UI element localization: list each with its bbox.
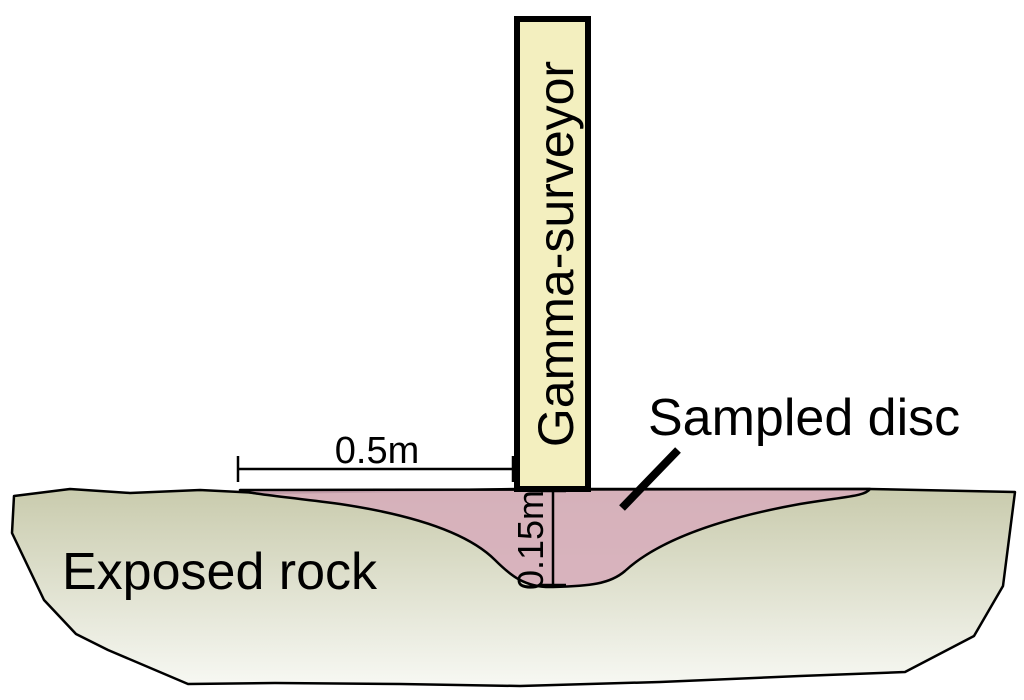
depth-label: 0.15m [510,490,551,590]
radius-label: 0.5m [335,430,419,472]
gamma-surveyor-label: Gamma-surveyor [528,61,584,447]
gamma-surveyor-instrument [514,16,591,492]
exposed-rock-label: Exposed rock [62,543,378,601]
sampled-disc-leader [619,447,681,511]
sampled-disc-shape [238,487,872,589]
exposed-rock-shape [10,487,1017,688]
sampled-disc-label: Sampled disc [648,389,960,447]
depth-dimension [541,489,566,587]
radius-dimension [236,456,515,482]
